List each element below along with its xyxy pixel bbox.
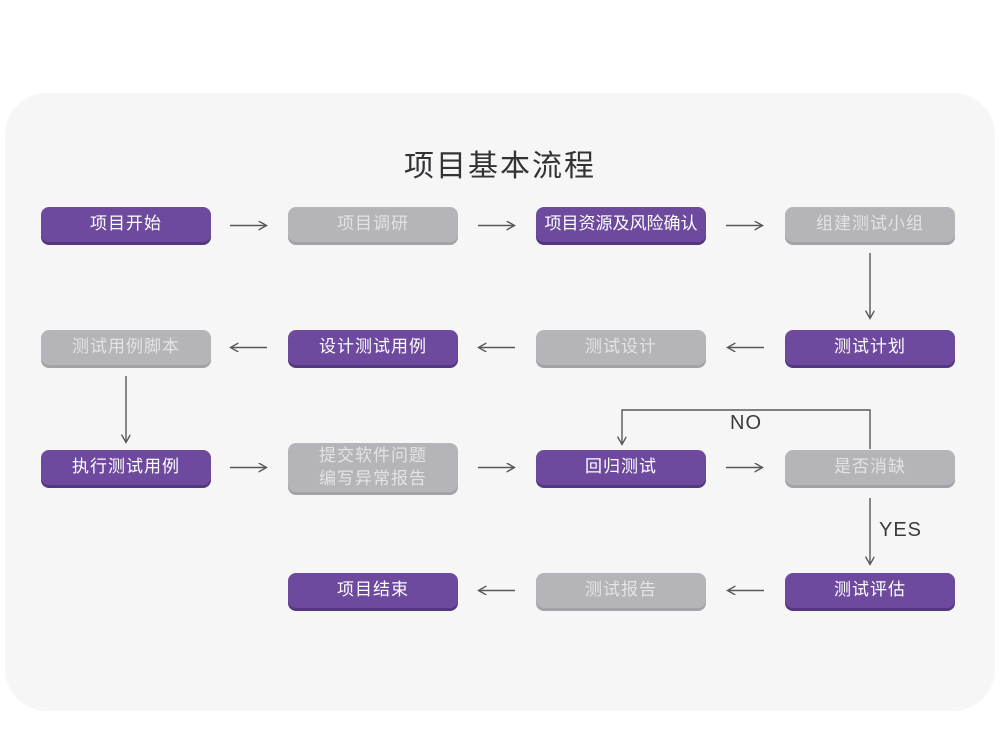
node-test-plan: 测试计划	[785, 330, 955, 365]
node-test-design: 测试设计	[536, 330, 706, 365]
node-build-test-team: 组建测试小组	[785, 207, 955, 242]
node-project-start: 项目开始	[41, 207, 211, 242]
node-defect-cleared: 是否消缺	[785, 450, 955, 485]
diagram-title: 项目基本流程	[404, 150, 596, 183]
diagram-card	[5, 93, 995, 711]
node-test-report: 测试报告	[536, 573, 706, 608]
node-submit-issue-report: 提交软件问题 编写异常报告	[288, 443, 458, 492]
edge-label-no: NO	[730, 412, 762, 434]
node-project-end: 项目结束	[288, 573, 458, 608]
node-test-case-script: 测试用例脚本	[41, 330, 211, 365]
edge-label-yes: YES	[879, 519, 923, 541]
node-project-research: 项目调研	[288, 207, 458, 242]
node-test-evaluation: 测试评估	[785, 573, 955, 608]
node-design-test-cases: 设计测试用例	[288, 330, 458, 365]
node-regression-test: 回归测试	[536, 450, 706, 485]
node-resource-risk-confirm: 项目资源及风险确认	[536, 207, 706, 242]
node-execute-test-cases: 执行测试用例	[41, 450, 211, 485]
